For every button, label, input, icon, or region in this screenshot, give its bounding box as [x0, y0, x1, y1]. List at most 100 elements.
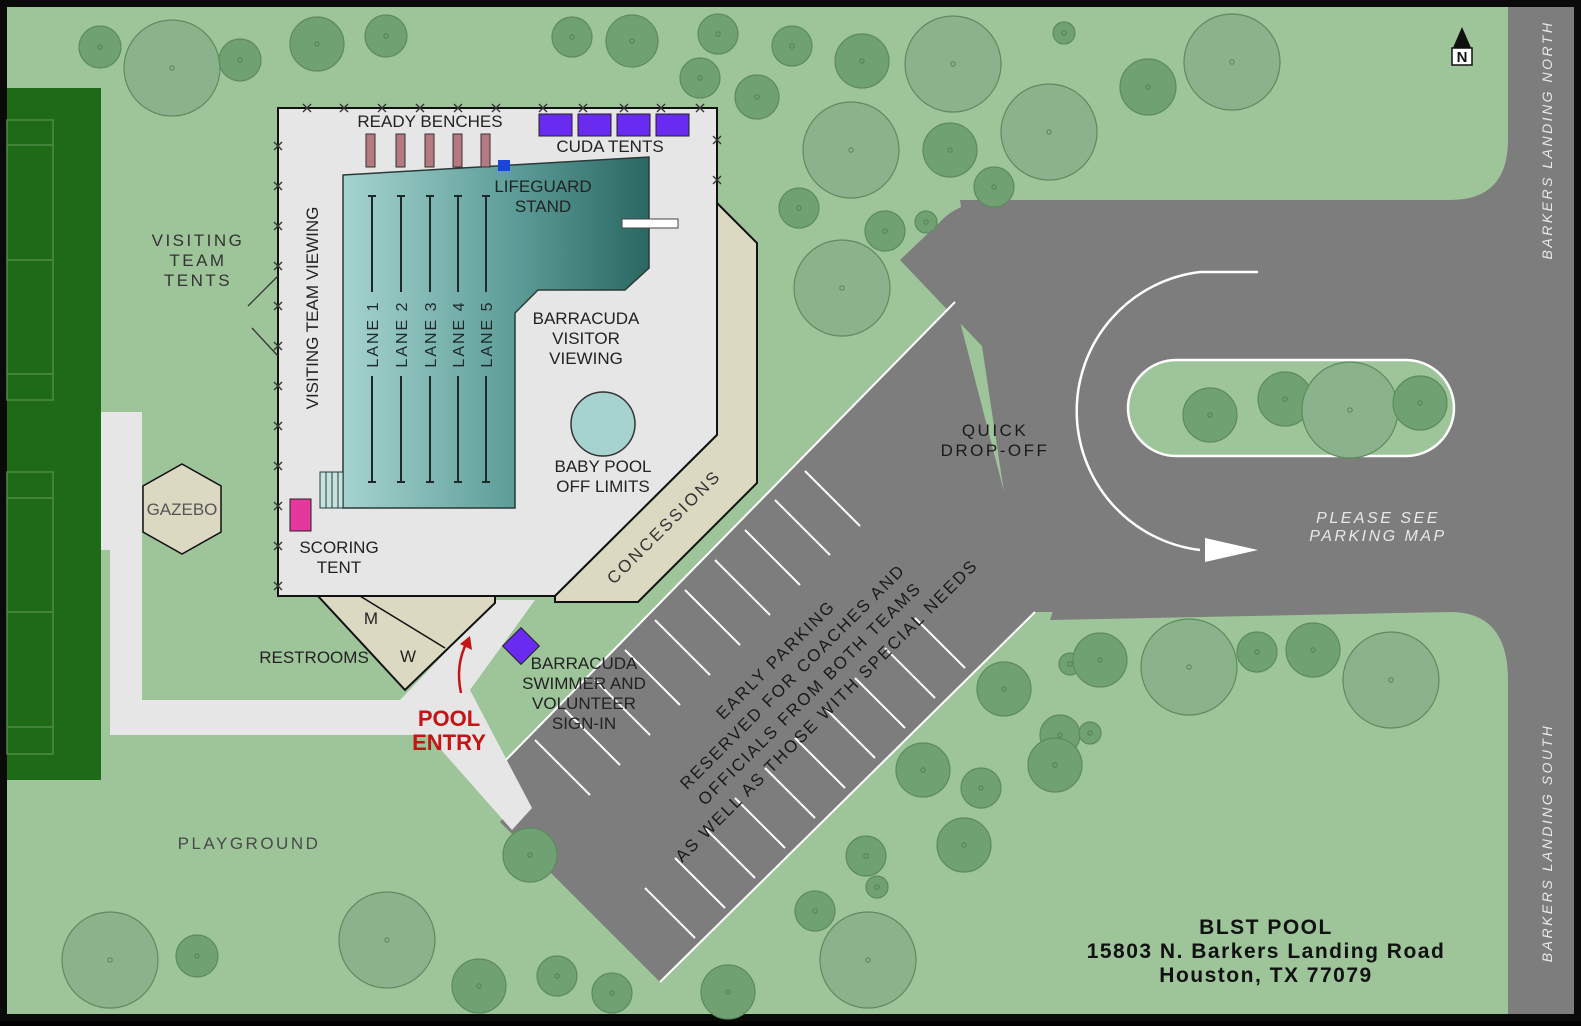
tree-icon [960, 767, 1002, 809]
tree-icon [865, 875, 889, 899]
tree-icon [973, 166, 1015, 208]
address-street: 15803 N. Barkers Landing Road [1087, 940, 1446, 963]
visiting-tents-label-3: TENTS [164, 271, 232, 290]
sign-in-tent [501, 626, 541, 666]
tree-icon [1000, 83, 1098, 181]
restroom-divider [359, 595, 446, 649]
tree-icon [1182, 387, 1238, 443]
fence-post [538, 103, 548, 113]
tree-icon [914, 210, 938, 234]
direction-arrow-icon [1205, 538, 1258, 562]
fence-marks [273, 103, 722, 591]
tree-icon [802, 101, 900, 199]
tree-icon [771, 25, 813, 67]
fence-post [273, 541, 283, 551]
parking-edge-line [659, 611, 1036, 983]
parking-stripe [564, 709, 621, 766]
tree-icon [1285, 622, 1341, 678]
tree-icon [679, 57, 721, 99]
tree-icon [976, 661, 1032, 717]
fence-post [273, 181, 283, 191]
pool-entry-label-2: ENTRY [412, 730, 486, 755]
tree-icon [61, 911, 159, 1009]
pool-steps [319, 471, 344, 509]
womens-restroom-label: W [400, 647, 416, 666]
quick-dropoff-label-1: QUICK [962, 421, 1028, 440]
tree-icon [1052, 21, 1076, 45]
fence-post [273, 341, 283, 351]
parking-stripe [884, 647, 936, 699]
tree-icon [289, 16, 345, 72]
tree-icon [922, 122, 978, 178]
drop-off-loop-line [1075, 270, 1258, 552]
parking-stripe [764, 767, 816, 819]
north-arrow-icon: N [1451, 27, 1473, 66]
tree-icon [78, 25, 122, 69]
tree-icon [1119, 58, 1177, 116]
tree-icon [794, 890, 836, 932]
tree-icon [864, 210, 906, 252]
tree-group [61, 13, 1448, 1020]
fence-post [377, 103, 387, 113]
fence-post [712, 135, 722, 145]
fence-post [619, 103, 629, 113]
lane-label: LANE 4 [451, 300, 468, 367]
fence-post [712, 175, 722, 185]
restrooms-label: RESTROOMS [259, 648, 369, 667]
address-city: Houston, TX 77079 [1159, 964, 1372, 987]
fence-post [656, 103, 666, 113]
tree-icon [845, 835, 887, 877]
tree-icon [536, 955, 578, 997]
fence-post [415, 103, 425, 113]
tree-icon [1342, 631, 1440, 729]
scoring-label-2: TENT [317, 558, 361, 577]
parking-stripe [534, 739, 591, 796]
tree-icon [451, 958, 507, 1014]
tree-icon [734, 74, 780, 120]
tents-pointer-line [247, 275, 279, 307]
fence-post [453, 103, 463, 113]
parking-stripe [734, 797, 786, 849]
ready-benches-label: READY BENCHES [357, 112, 502, 131]
tree-icon [700, 964, 756, 1020]
lane-label: LANE 1 [365, 300, 382, 367]
fence-post [273, 461, 283, 471]
road-south-label: BARKERS LANDING SOUTH [1539, 724, 1555, 962]
tree-icon [123, 19, 221, 117]
parking-map-label-1: PLEASE SEE [1316, 510, 1440, 527]
parking-stripe [714, 559, 771, 616]
parking-map-label-2: PARKING MAP [1309, 528, 1446, 545]
tree-icon [697, 13, 739, 55]
tree-icon [819, 911, 917, 1009]
signin-label-1: BARRACUDA [531, 654, 638, 673]
tree-icon [793, 239, 891, 337]
tree-icon [904, 15, 1002, 113]
fence-post [273, 221, 283, 231]
scoring-label-1: SCORING [299, 538, 378, 557]
lane-lines [368, 195, 490, 483]
parking-stripe [704, 827, 756, 879]
barracuda-viewing-label-3: VIEWING [549, 349, 623, 368]
parking-stripe [624, 649, 681, 706]
baby-pool [570, 391, 636, 457]
lifeguard-stand [498, 160, 510, 171]
main-pool [342, 156, 650, 509]
signin-label-4: SIGN-IN [552, 714, 616, 733]
gazebo [142, 463, 222, 555]
fence-post [339, 103, 349, 113]
tree-icon [1183, 13, 1281, 111]
tree-icon [364, 14, 408, 58]
parking-edge-line [495, 301, 956, 771]
tree-icon [551, 16, 593, 58]
lifeguard-label-2: STAND [515, 197, 571, 216]
lifeguard-label-1: LIFEGUARD [494, 177, 591, 196]
tree-icon [936, 817, 992, 873]
tree-icon [895, 742, 951, 798]
diving-board [621, 218, 679, 229]
parking-stripe [804, 470, 861, 527]
tree-icon [502, 827, 558, 883]
tree-icon [338, 891, 436, 989]
quick-dropoff-label-2: DROP-OFF [941, 441, 1050, 460]
tree-icon [591, 972, 633, 1014]
